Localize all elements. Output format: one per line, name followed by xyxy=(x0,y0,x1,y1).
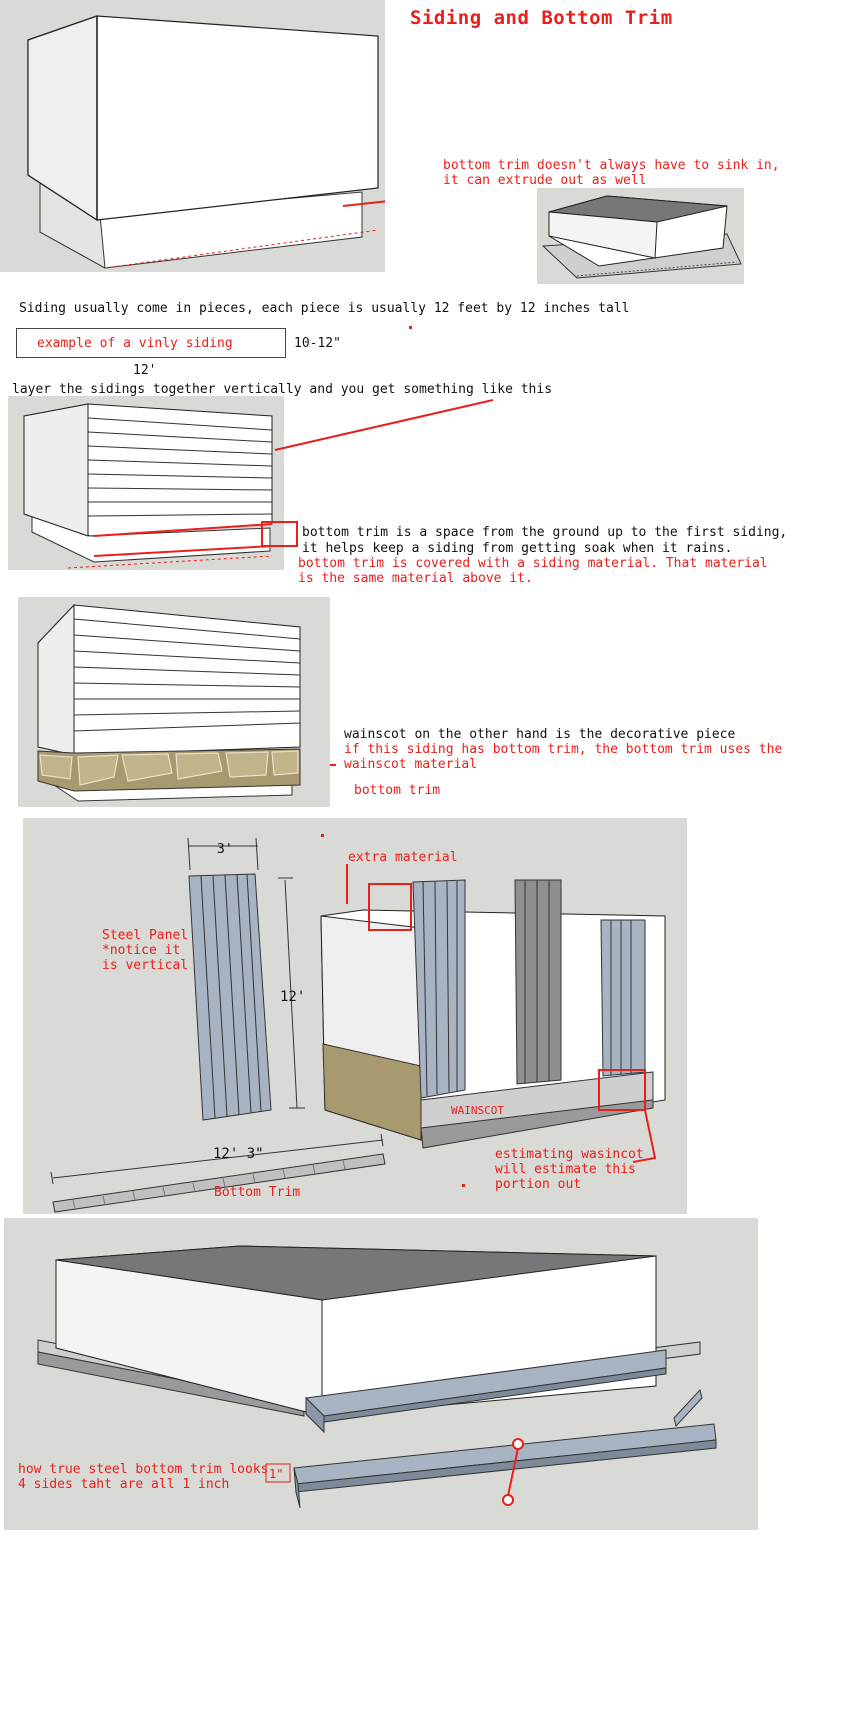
steel-panel-label-line1: Steel Panel xyxy=(102,928,189,943)
siding-height-label: 10-12" xyxy=(294,336,341,351)
steel-panel-label-line3: is vertical xyxy=(102,958,189,973)
box-sunk-trim-panel xyxy=(0,0,385,272)
box-sunk-trim-drawing xyxy=(27,15,385,269)
estimate-note-line1: estimating wasincot xyxy=(495,1147,644,1162)
trim-note-line2: it helps keep a siding from getting soak… xyxy=(302,541,733,556)
panel-width-dim: 3' xyxy=(217,842,233,857)
steel-trim-dim-label: 1" xyxy=(269,1467,284,1481)
siding-intro: Siding usually come in pieces, each piec… xyxy=(19,301,630,316)
page-title: Siding and Bottom Trim xyxy=(410,7,673,29)
extra-material-label: extra material xyxy=(348,850,458,865)
steel-trim-note-line1: how true steel bottom trim looks xyxy=(18,1462,269,1477)
steel-trim-panel xyxy=(4,1218,758,1530)
steel-panel-label-line2: *notice it xyxy=(102,943,181,958)
estimate-note-line3: portion out xyxy=(495,1177,582,1192)
bottom-trim-piece-label: Bottom Trim xyxy=(214,1185,301,1200)
siding-length-label: 12' xyxy=(133,363,157,378)
box-extruded-trim-drawing xyxy=(541,195,742,279)
red-dot xyxy=(409,326,412,329)
wainscot-panel xyxy=(18,597,330,807)
extrude-note-line1: bottom trim doesn't always have to sink … xyxy=(443,158,780,173)
siding-example-piece xyxy=(16,328,286,358)
wainscot-note-line1: wainscot on the other hand is the decora… xyxy=(344,727,736,742)
steel-trim-drawing xyxy=(37,1245,717,1509)
trim-note-line3: bottom trim is covered with a siding mat… xyxy=(298,556,768,571)
wainscot-label: WAINSCOT xyxy=(451,1104,504,1117)
layer-text: layer the sidings together vertically an… xyxy=(12,382,553,397)
layered-siding-drawing xyxy=(23,403,273,569)
layered-siding-panel xyxy=(8,396,284,570)
trim-length-dim: 12' 3" xyxy=(213,1146,264,1162)
extrude-note-line2: it can extrude out as well xyxy=(443,173,647,188)
siding-example-label: example of a vinly siding xyxy=(37,336,233,351)
trim-note-line4: is the same material above it. xyxy=(298,571,533,586)
steel-panel-section xyxy=(23,818,687,1214)
wainscot-note-line2: if this siding has bottom trim, the bott… xyxy=(344,742,783,757)
steel-trim-note-line2: 4 sides taht are all 1 inch xyxy=(18,1477,230,1492)
trim-note-line1: bottom trim is a space from the ground u… xyxy=(302,525,788,540)
steel-panel-drawing xyxy=(50,834,666,1213)
wainscot-drawing xyxy=(37,603,301,802)
box-extruded-trim-panel xyxy=(537,188,744,284)
estimate-note-line2: will estimate this xyxy=(495,1162,636,1177)
bottom-trim-label: bottom trim xyxy=(354,783,441,798)
panel-height-dim: 12' xyxy=(280,989,306,1005)
wainscot-note-line3: wainscot material xyxy=(344,757,478,772)
